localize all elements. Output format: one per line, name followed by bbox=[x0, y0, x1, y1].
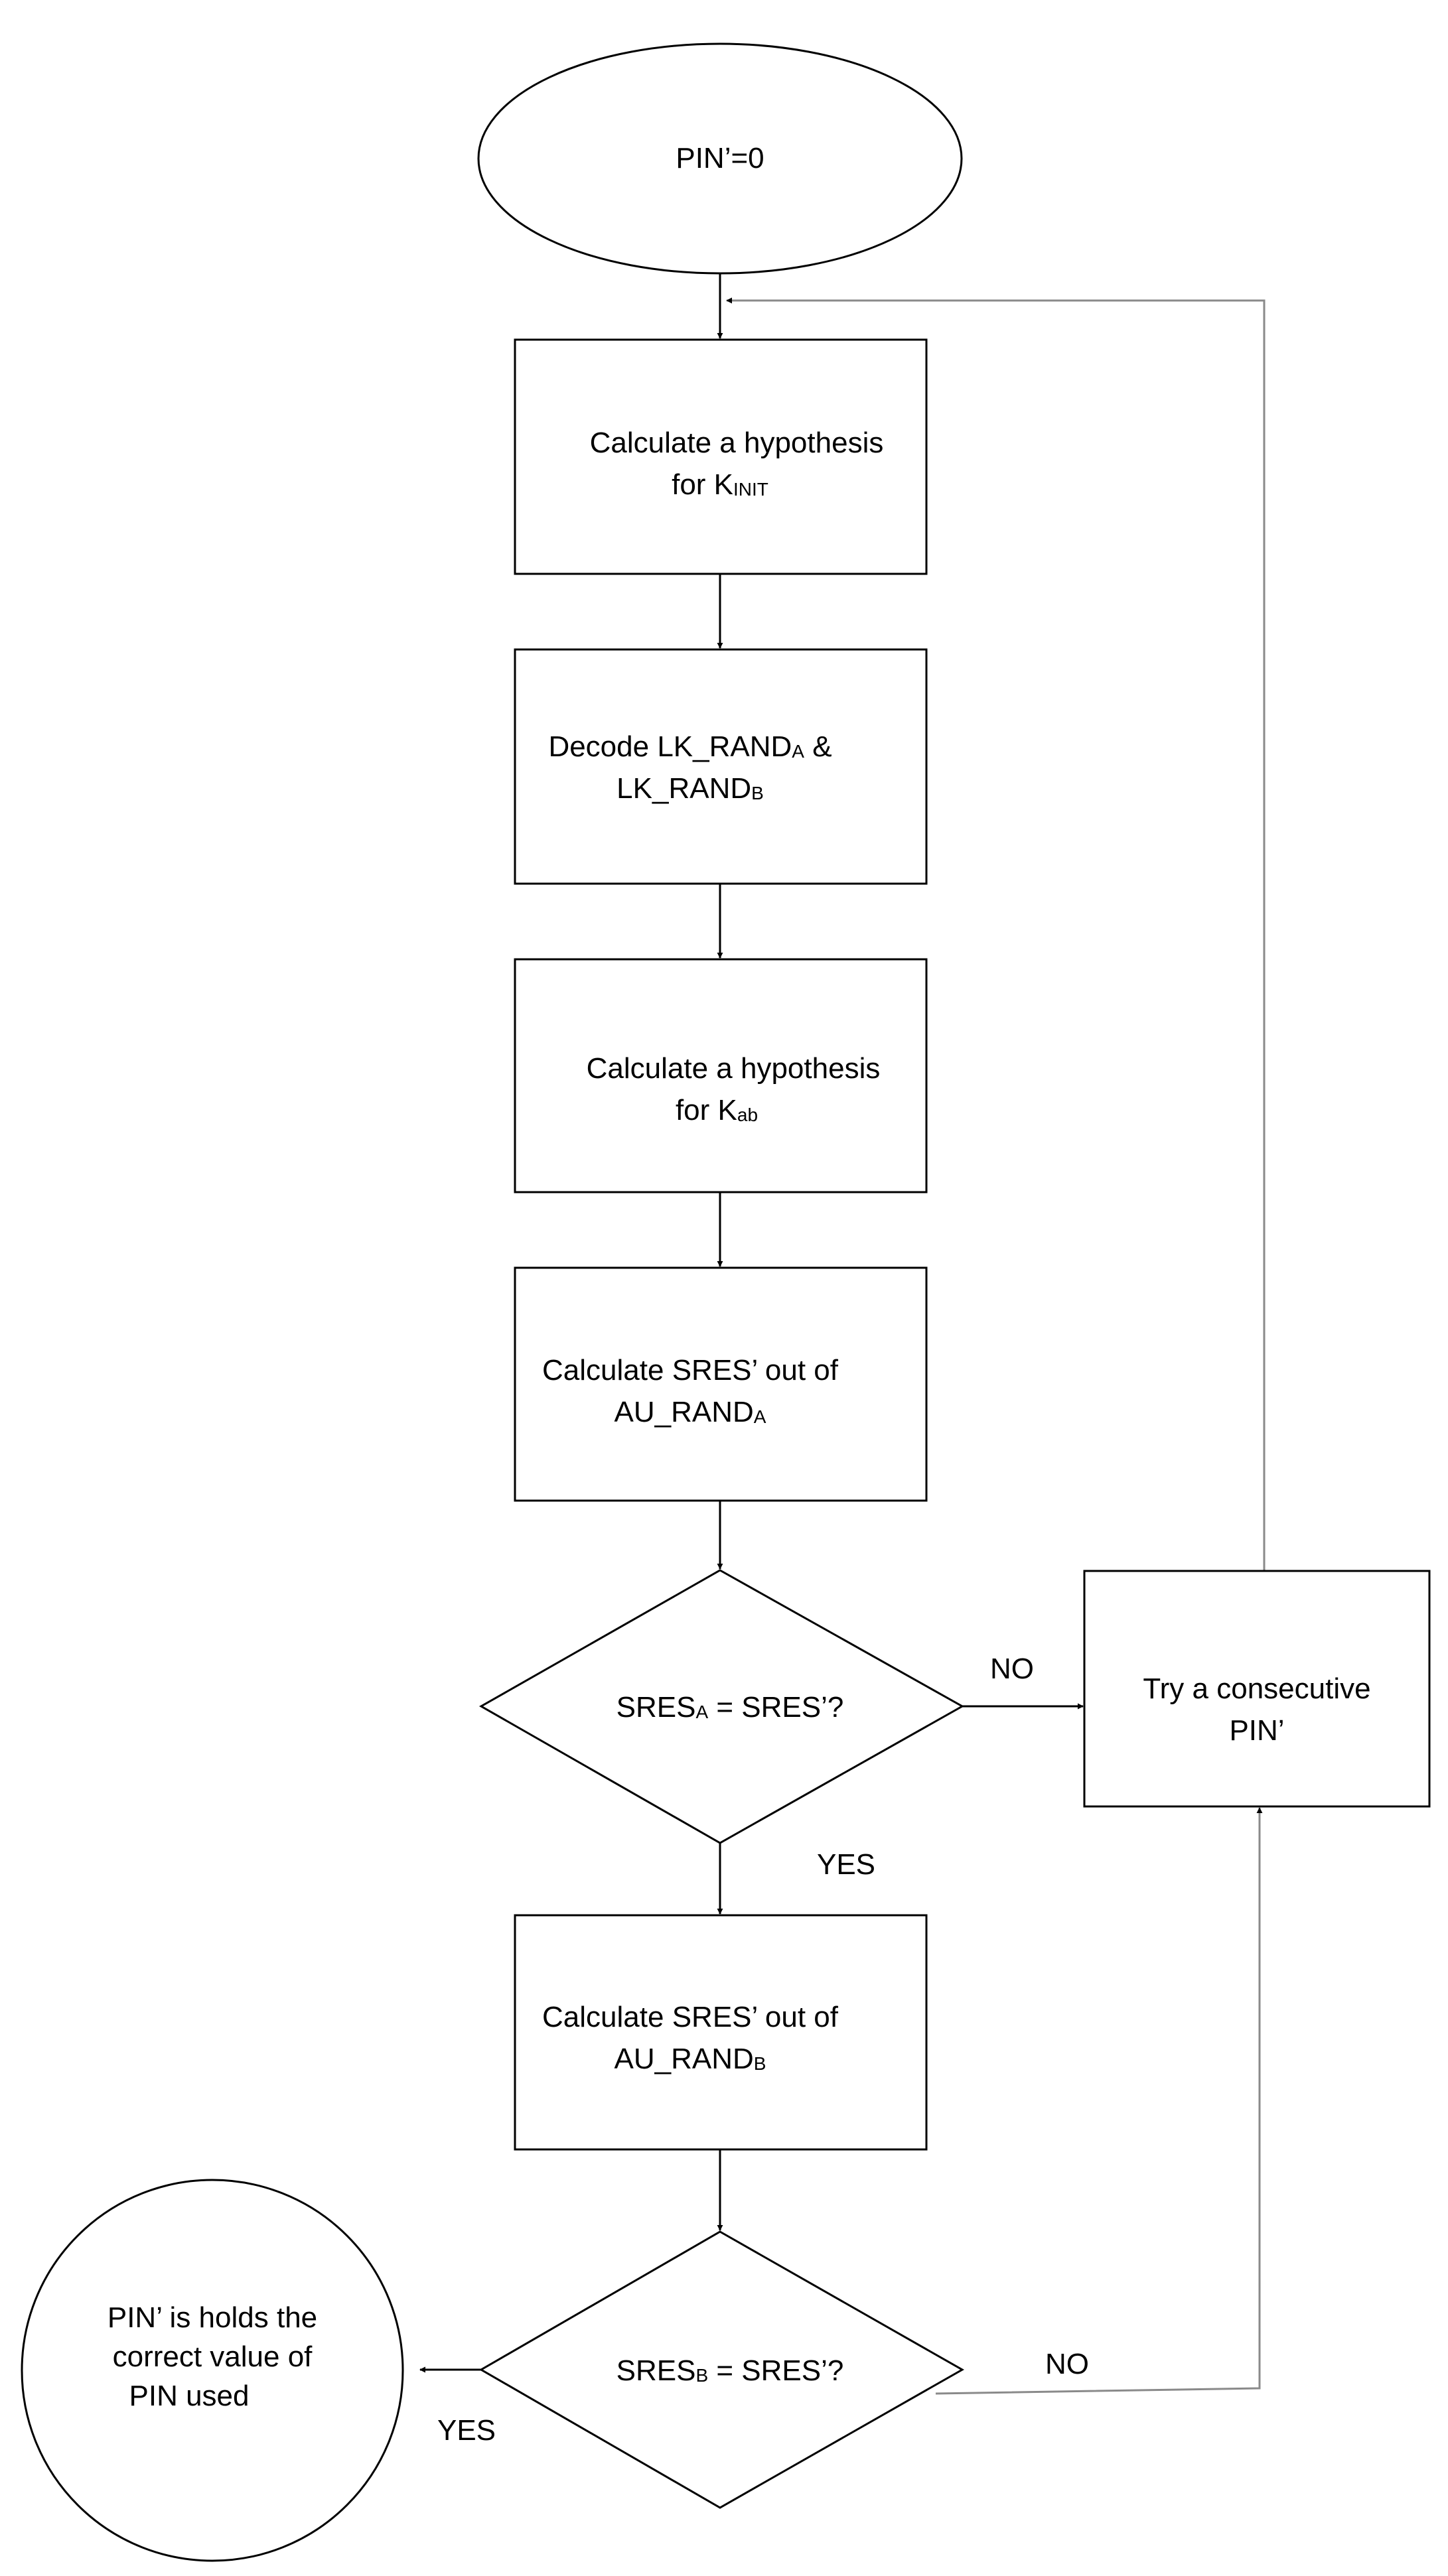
edge-label-no-a: NO bbox=[990, 1653, 1034, 1685]
process-box bbox=[514, 648, 928, 885]
edge-label-no-b: NO bbox=[1045, 2348, 1089, 2380]
end-line-1: PIN’ is holds the bbox=[108, 2301, 317, 2334]
process-line-2: AU_RANDB bbox=[615, 2043, 766, 2075]
decision-label: SRESA = SRES’? bbox=[616, 1691, 844, 1724]
edge-label-yes-b: YES bbox=[437, 2414, 496, 2447]
process-hypothesis-kinit: Calculate a hypothesis for KINIT bbox=[514, 338, 928, 575]
edge-labels: NO YES NO YES bbox=[437, 1653, 1089, 2447]
end-circle bbox=[21, 2179, 404, 2562]
decision-label: SRESB = SRES’? bbox=[616, 2354, 844, 2387]
end-node: PIN’ is holds the correct value of PIN u… bbox=[21, 2179, 404, 2562]
process-line-1: Calculate a hypothesis bbox=[590, 427, 884, 459]
process-box bbox=[1083, 1570, 1431, 1808]
decision-check-b: SRESB = SRES’? bbox=[479, 2230, 965, 2509]
start-node: PIN’=0 bbox=[477, 42, 963, 275]
process-box bbox=[514, 1266, 928, 1502]
process-line-1: Calculate a hypothesis bbox=[587, 1052, 881, 1085]
process-line-2: LK_RANDB bbox=[616, 772, 764, 805]
process-line-1: Decode LK_RANDA & bbox=[548, 730, 832, 763]
decision-diamond bbox=[478, 1569, 965, 1844]
process-line-1: Try a consecutive bbox=[1143, 1672, 1370, 1705]
connectors bbox=[419, 273, 1266, 2395]
arrow-check-b-no bbox=[935, 1807, 1263, 2395]
process-decode: Decode LK_RANDA & LK_RANDB bbox=[514, 648, 928, 885]
process-box bbox=[514, 338, 928, 575]
process-line-1: Calculate SRES’ out of bbox=[542, 1354, 839, 1387]
process-line-2: PIN’ bbox=[1229, 1714, 1284, 1747]
process-line-1: Calculate SRES’ out of bbox=[542, 2001, 839, 2033]
process-sres-b: Calculate SRES’ out of AU_RANDB bbox=[514, 1914, 928, 2151]
edge-label-yes-a: YES bbox=[817, 1848, 875, 1881]
process-hypothesis-kab: Calculate a hypothesis for Kab bbox=[514, 958, 928, 1193]
end-line-2: correct value of bbox=[113, 2340, 313, 2373]
process-box bbox=[514, 1914, 928, 2151]
start-label: PIN’=0 bbox=[676, 142, 764, 174]
arrow-loop-back bbox=[726, 297, 1266, 1571]
process-sres-a: Calculate SRES’ out of AU_RANDA bbox=[514, 1266, 928, 1502]
end-line-3: PIN used bbox=[129, 2380, 250, 2412]
decision-diamond bbox=[479, 2230, 965, 2509]
decision-check-a: SRESA = SRES’? bbox=[478, 1569, 965, 1844]
process-box bbox=[514, 958, 928, 1193]
process-try-pin: Try a consecutive PIN’ bbox=[1083, 1570, 1431, 1808]
process-line-2: for Kab bbox=[676, 1094, 758, 1126]
process-line-2: AU_RANDA bbox=[615, 1396, 766, 1428]
start-ellipse bbox=[477, 42, 963, 275]
process-line-2: for KINIT bbox=[672, 468, 768, 501]
